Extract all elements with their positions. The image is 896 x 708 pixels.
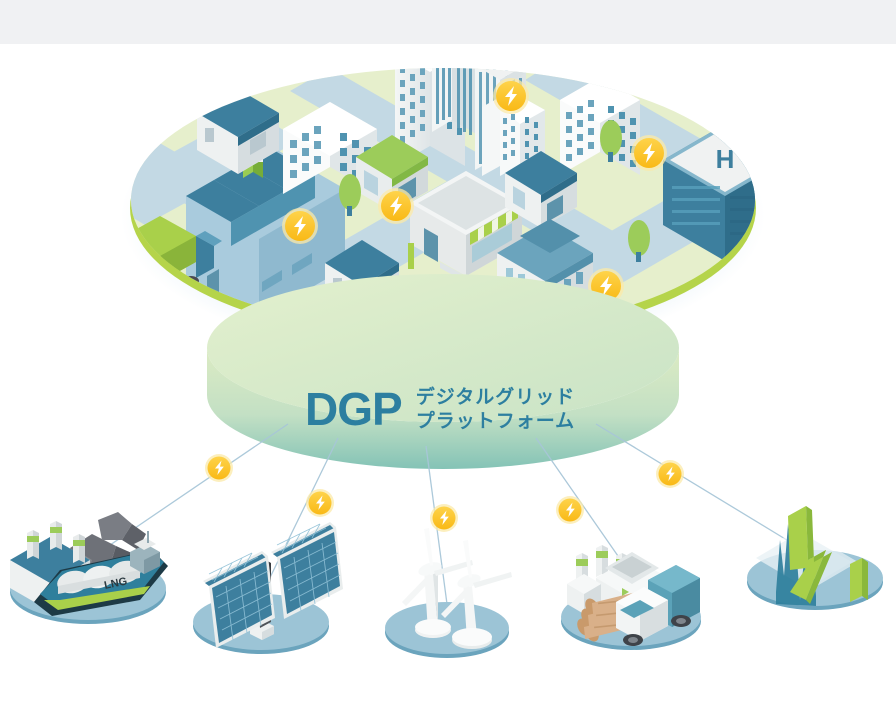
ship-bridge	[130, 531, 160, 574]
solar-panel-lower-right	[277, 527, 343, 619]
biomass-power-badge[interactable]	[556, 496, 584, 524]
lng-tanks	[57, 560, 141, 594]
tree-centre	[600, 120, 622, 162]
lng-power-badge[interactable]	[205, 454, 233, 482]
house-blue-roof	[505, 151, 577, 228]
solar-panel-upper-right	[271, 522, 336, 557]
lng-ship-label: LNG	[103, 575, 128, 592]
store-power-badge[interactable]	[378, 188, 414, 224]
factory-power-badge[interactable]	[282, 208, 318, 244]
tree-east	[628, 220, 650, 262]
hospital-power-badge[interactable]	[631, 135, 667, 171]
hospital-sign: H	[716, 144, 735, 174]
lightning-bolt-icon	[316, 495, 325, 510]
lightning-bolt-icon	[643, 143, 655, 163]
convenience-store	[408, 171, 522, 280]
skyscraper-power-badge[interactable]	[493, 78, 529, 114]
solar-power-badge[interactable]	[306, 489, 334, 517]
tree-west	[339, 174, 361, 216]
plant-stacks	[27, 521, 85, 563]
solar-panel-lower-left	[209, 556, 275, 648]
power-market-source[interactable]	[656, 460, 883, 610]
wind-power-badge[interactable]	[430, 504, 458, 532]
market-lightning-icon	[788, 506, 868, 604]
city-disc: H	[121, 68, 793, 358]
house-green-roof	[356, 135, 428, 212]
dgp-platform	[207, 274, 679, 469]
lightning-bolt-icon	[600, 276, 612, 296]
lightning-bolt-icon	[390, 196, 402, 216]
solar-power-source[interactable]	[193, 489, 343, 654]
lightning-bolt-icon	[294, 216, 306, 236]
hospital-cross-icon	[777, 161, 793, 177]
lightning-bolt-icon	[666, 466, 675, 481]
lng-tanker-ship[interactable]: LNG	[34, 531, 168, 616]
wind-turbine-back	[402, 528, 473, 638]
top-band	[0, 0, 896, 44]
biomass-truck[interactable]	[616, 565, 700, 646]
lightning-bolt-icon	[440, 510, 449, 525]
apartment-block-west	[283, 102, 377, 194]
solar-panel-upper-left	[203, 551, 268, 586]
market-power-badge[interactable]	[656, 460, 684, 488]
lightning-bolt-icon	[505, 86, 517, 106]
wind-turbine-front	[441, 540, 512, 649]
biomass-power-source[interactable]	[556, 496, 701, 650]
wind-power-source[interactable]	[385, 504, 512, 658]
store-awning	[470, 206, 518, 245]
lng-thermal-power-source[interactable]: LNG	[10, 454, 233, 624]
lightning-bolt-icon	[566, 502, 575, 517]
lightning-bolt-icon	[215, 460, 224, 475]
